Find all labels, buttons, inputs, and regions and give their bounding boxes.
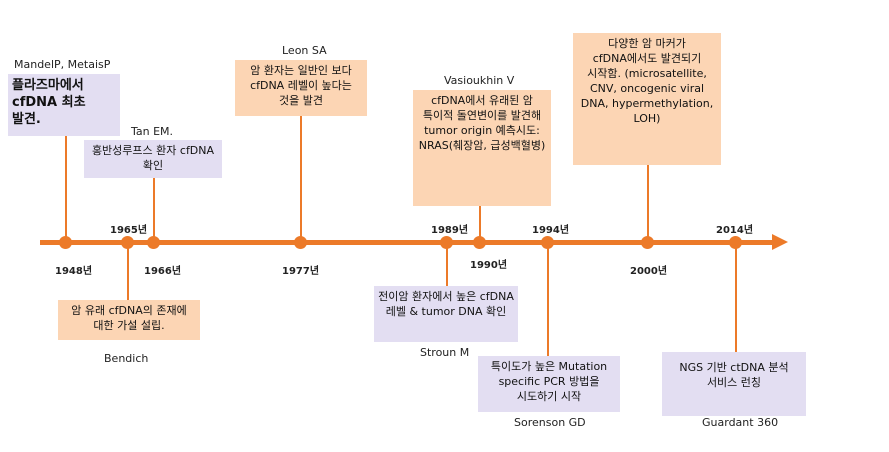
author-label-1977: Leon SA — [282, 44, 327, 57]
timeline-arrow-head — [772, 234, 788, 250]
author-label-1948: MandelP, MetaisP — [14, 58, 111, 71]
timeline-dot-2014 — [729, 236, 742, 249]
stem-2014 — [735, 244, 737, 352]
timeline-dot-1965 — [121, 236, 134, 249]
author-label-1990: Vasioukhin V — [444, 74, 515, 87]
stem-1989 — [446, 244, 448, 286]
timeline-dot-2000 — [641, 236, 654, 249]
event-box-1965: 암 유래 cfDNA의 존재에 대한 가설 설립. — [58, 300, 200, 340]
event-box-2000: 다양한 암 마커가 cfDNA에서도 발견되기 시작함. (microsatel… — [573, 33, 721, 165]
year-label-1990: 1990년 — [470, 260, 508, 271]
year-label-1965: 1965년 — [110, 225, 148, 236]
stem-1977 — [300, 116, 302, 242]
year-label-1989: 1989년 — [431, 225, 469, 236]
author-label-2014: Guardant 360 — [702, 416, 779, 429]
timeline-dot-1966 — [147, 236, 160, 249]
stem-1994 — [547, 244, 549, 356]
year-label-1966: 1966년 — [144, 266, 182, 277]
event-box-1977: 암 환자는 일반인 보다 cfDNA 레벨이 높다는 것을 발견 — [235, 60, 367, 116]
year-label-1994: 1994년 — [532, 225, 570, 236]
year-label-1977: 1977년 — [282, 266, 320, 277]
event-box-1994: 특이도가 높은 Mutation specific PCR 방법을 시도하기 시… — [478, 356, 620, 412]
timeline-dot-1994 — [541, 236, 554, 249]
year-label-1948: 1948년 — [55, 266, 93, 277]
stem-1990 — [479, 206, 481, 242]
timeline-dot-1977 — [294, 236, 307, 249]
timeline-dot-1989 — [440, 236, 453, 249]
author-label-1965: Bendich — [104, 352, 149, 365]
year-label-2000: 2000년 — [630, 266, 668, 277]
stem-1948 — [65, 136, 67, 242]
stem-1966 — [153, 178, 155, 242]
event-box-1966: 홍반성루프스 환자 cfDNA 확인 — [84, 140, 222, 178]
author-label-1989: Stroun M — [420, 346, 470, 359]
timeline-dot-1990 — [473, 236, 486, 249]
stem-1965 — [127, 244, 129, 300]
stem-2000 — [647, 165, 649, 242]
author-label-1994: Sorenson GD — [514, 416, 586, 429]
timeline-axis — [40, 240, 775, 245]
event-box-2014: NGS 기반 ctDNA 분석 서비스 런칭 — [662, 352, 806, 416]
event-box-1989: 전이암 환자에서 높은 cfDNA 레벨 & tumor DNA 확인 — [374, 286, 518, 342]
year-label-2014: 2014년 — [716, 225, 754, 236]
author-label-1966: Tan EM. — [131, 125, 174, 138]
event-box-1990: cfDNA에서 유래된 암 특이적 돌연변이를 발견해 tumor origin… — [413, 90, 551, 206]
event-box-1948: 플라즈마에서 cfDNA 최초 발견. — [8, 74, 120, 136]
timeline-dot-1948 — [59, 236, 72, 249]
